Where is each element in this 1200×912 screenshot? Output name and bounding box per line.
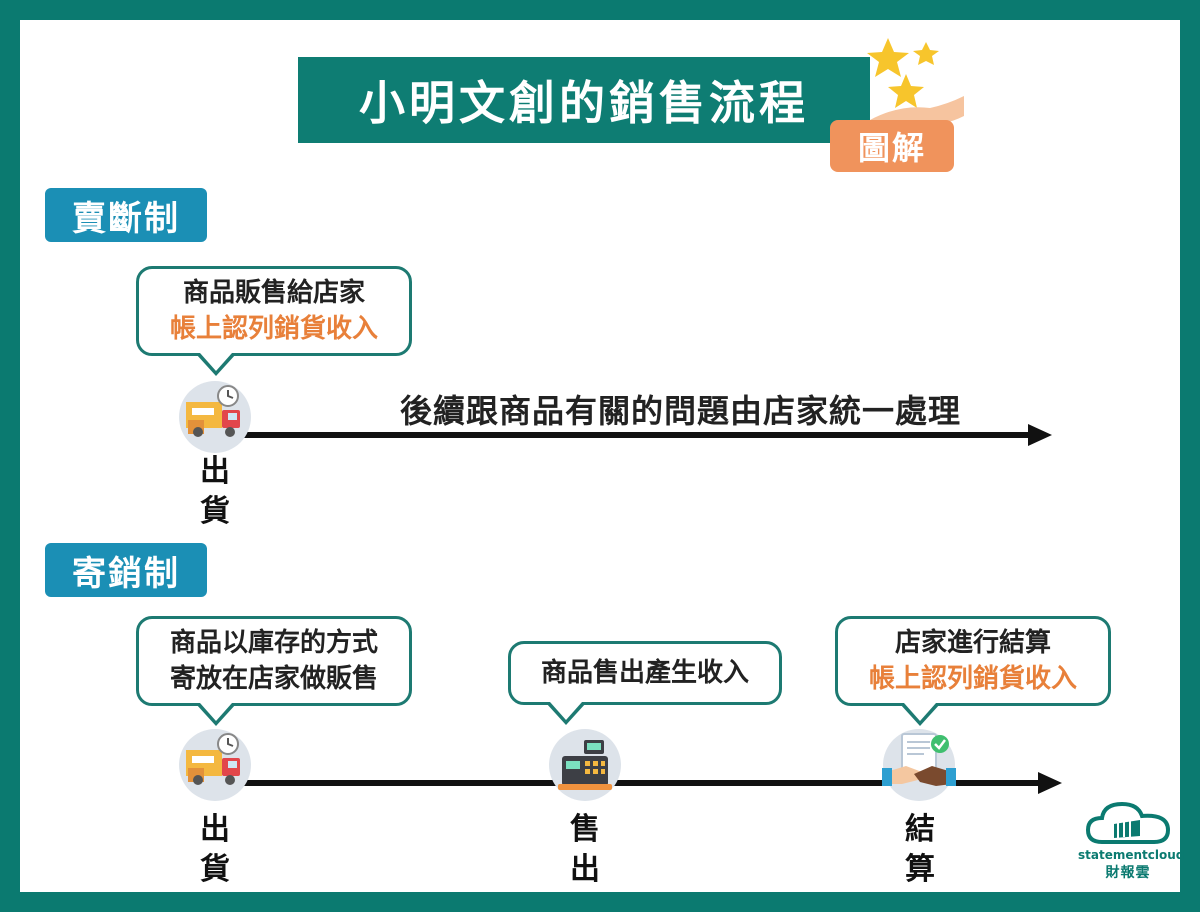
section-label-consignment: 寄銷制 (45, 543, 207, 597)
callout-accent-line: 帳上認列銷貨收入 (868, 664, 1077, 694)
stage-label-settle: 結 算 (900, 810, 940, 890)
page-title: 小明文創的銷售流程 (298, 57, 870, 143)
callout-tail (904, 703, 936, 721)
timeline-arrowhead (1038, 772, 1062, 794)
callout-consignment-stock: 商品以庫存的方式 寄放在店家做販售 (136, 616, 412, 706)
callout-line: 商品以庫存的方式 (169, 628, 378, 658)
delivery-truck-icon (179, 729, 251, 801)
cash-register-icon (549, 729, 621, 801)
callout-line: 寄放在店家做販售 (169, 664, 378, 694)
stage-label-sold: 售 出 (565, 810, 605, 890)
timeline-consignment (220, 780, 1040, 786)
callout-outright-sale: 商品販售給店家 帳上認列銷貨收入 (136, 266, 412, 356)
callout-line: 商品販售給店家 (182, 278, 365, 308)
callout-accent-line: 帳上認列銷貨收入 (169, 314, 378, 344)
callout-tail (200, 703, 232, 721)
stars-hand-icon (867, 38, 964, 130)
stage-char: 出 (200, 812, 230, 847)
stage-char: 出 (200, 454, 230, 489)
delivery-truck-icon (179, 381, 251, 453)
stage-char: 結 (905, 812, 935, 847)
handshake-icon (882, 729, 956, 801)
stage-label-ship: 出 貨 (195, 452, 235, 532)
timeline-outright (220, 432, 1030, 438)
cloud-logo-icon (1085, 801, 1171, 844)
timeline-arrowhead (1028, 424, 1052, 446)
canvas: 小明文創的銷售流程 圖解 賣斷制 商品販售給店家 帳上認列銷貨收入 後續跟商品有… (20, 20, 1185, 892)
callout-sold-revenue: 商品售出產生收入 (508, 641, 782, 705)
callout-line: 店家進行結算 (894, 628, 1051, 658)
callout-line: 商品售出產生收入 (540, 658, 749, 688)
diagram-tag: 圖解 (830, 120, 954, 172)
stage-char: 貨 (200, 852, 230, 887)
logo-text-zh: 財報雲 (1105, 865, 1151, 881)
stage-label-ship: 出 貨 (195, 810, 235, 890)
stage-char: 售 (570, 812, 600, 847)
section-label-outright: 賣斷制 (45, 188, 207, 242)
stage-char: 算 (905, 852, 935, 887)
logo-text-en: statementcloud (1078, 848, 1185, 862)
callout-settlement: 店家進行結算 帳上認列銷貨收入 (835, 616, 1111, 706)
brand-logo: statementcloud 財報雲 (1078, 800, 1185, 882)
outright-timeline-text: 後續跟商品有關的問題由店家統一處理 (400, 392, 962, 430)
callout-tail (550, 702, 582, 720)
stage-char: 貨 (200, 494, 230, 529)
callout-tail (200, 353, 232, 371)
stage-char: 出 (570, 852, 600, 887)
